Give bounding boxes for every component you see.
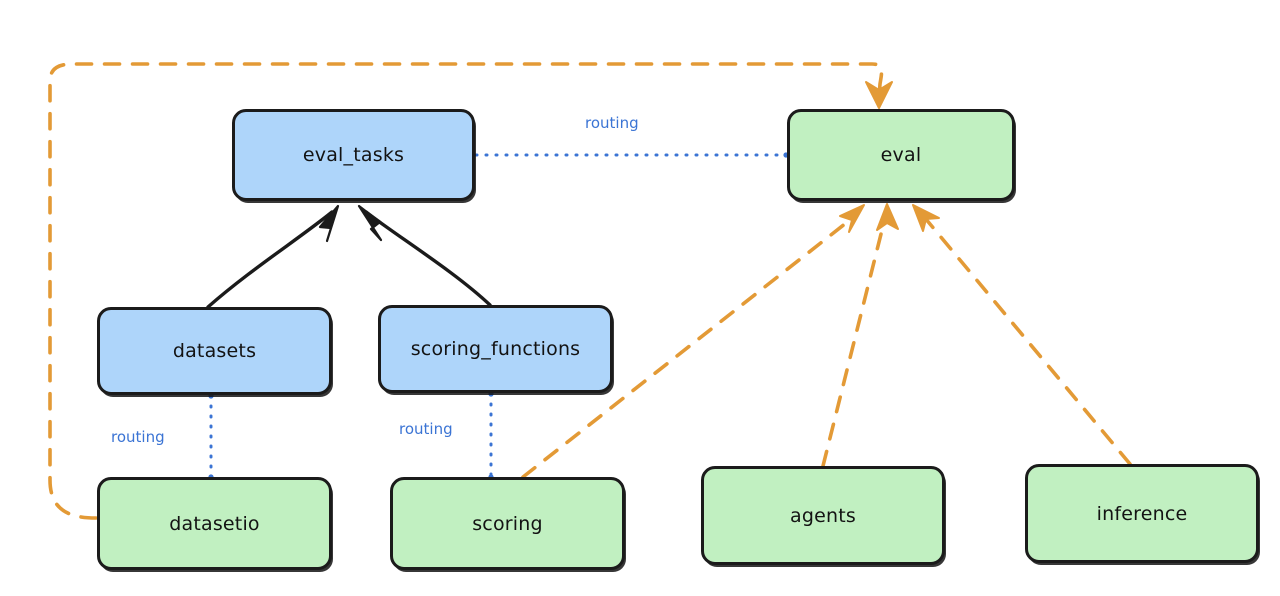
edge-scoring-functions-to-scoring-routing	[488, 391, 494, 480]
edge-scoring-to-eval-dependency	[521, 204, 865, 479]
node-label-agents: agents	[790, 504, 856, 527]
node-label-inference: inference	[1096, 502, 1188, 525]
node-datasetio[interactable]: datasetio	[97, 477, 332, 570]
edge-inference-to-eval-dependency	[912, 204, 1132, 466]
node-label-datasetio: datasetio	[169, 512, 260, 535]
edge-agents-to-eval-dependency	[821, 203, 899, 468]
node-label-datasets: datasets	[172, 340, 257, 362]
edge-datasets-to-eval-tasks	[206, 204, 340, 309]
node-eval[interactable]: eval	[787, 109, 1015, 201]
node-label-eval: eval	[880, 144, 922, 166]
node-inference[interactable]: inference	[1025, 464, 1259, 563]
node-scoring-functions[interactable]: scoring_functions	[378, 305, 613, 393]
node-label-eval-tasks: eval_tasks	[302, 144, 405, 166]
edge-label-routing-datasets-datasetio: routing	[108, 428, 168, 446]
node-datasets[interactable]: datasets	[97, 307, 332, 395]
node-agents[interactable]: agents	[701, 466, 945, 565]
edge-datasets-to-datasetio-routing	[208, 393, 214, 480]
node-eval-tasks[interactable]: eval_tasks	[232, 109, 475, 201]
node-label-scoring-functions: scoring_functions	[410, 338, 581, 360]
edge-scoring-functions-to-eval-tasks	[357, 204, 492, 307]
edge-datasetio-to-eval-dependency	[48, 62, 893, 520]
node-scoring[interactable]: scoring	[390, 477, 625, 570]
edge-eval-tasks-to-eval-routing	[474, 152, 789, 158]
node-label-scoring: scoring	[472, 512, 543, 535]
edge-label-routing-eval-tasks-eval: routing	[582, 114, 642, 132]
edge-label-routing-scoring-functions-scoring: routing	[396, 420, 456, 438]
